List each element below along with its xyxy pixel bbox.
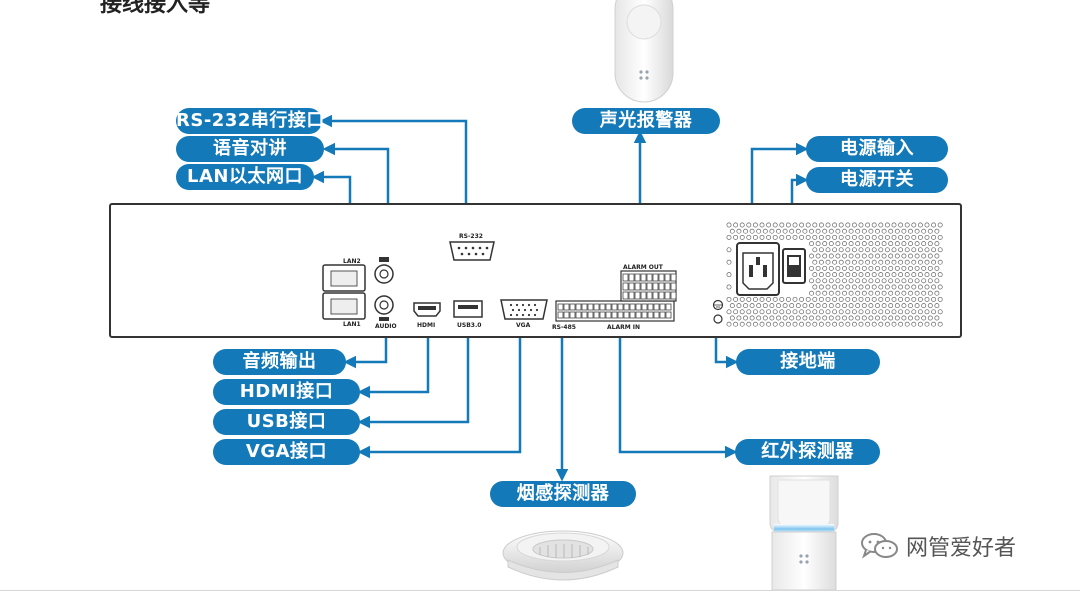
pir-detector-image: [769, 475, 839, 590]
label-smoke-detector: 烟感探测器: [490, 481, 636, 507]
label-rs232: RS-232串行接口: [176, 108, 324, 134]
label-usb: USB接口: [213, 409, 360, 435]
nvr-rear-panel: LAN2 LAN1 AUDIO RS-232 HDMI USB3.0 VGA R…: [109, 203, 962, 338]
alarm-in-terminal-block: [555, 300, 675, 322]
pir-line: [618, 322, 738, 459]
label-pir-detector: 红外探测器: [735, 439, 880, 465]
alarm-in-label: ALARM IN: [607, 324, 641, 331]
watermark-text: 网管爱好者: [906, 536, 1017, 561]
vga-label: VGA: [516, 322, 531, 329]
page-heading: 接线接入等: [100, 0, 211, 17]
label-ground: 接地端: [736, 349, 880, 375]
label-hdmi: HDMI接口: [213, 379, 360, 405]
label-power-input: 电源输入: [806, 136, 948, 162]
label-voice-intercom: 语音对讲: [176, 136, 324, 162]
hdmi-label: HDMI: [417, 322, 436, 329]
alarm-out-label: ALARM OUT: [623, 264, 663, 271]
rs485-label: RS-485: [552, 324, 576, 331]
lan2-label: LAN2: [343, 258, 361, 265]
smoke-detector-image: [502, 530, 624, 581]
label-audio-out: 音频输出: [213, 349, 346, 375]
label-lan: LAN以太网口: [176, 164, 314, 190]
vga-line: [357, 322, 522, 459]
rs232-line: [319, 114, 468, 238]
usb-line: [357, 322, 470, 429]
label-power-switch: 电源开关: [806, 167, 948, 193]
panel-ports: [322, 221, 945, 329]
alarm-out-terminal-block: [620, 270, 677, 302]
audio-label: AUDIO: [375, 323, 397, 330]
lan1-label: LAN1: [343, 321, 361, 328]
watermark: 网管爱好者: [860, 530, 1016, 562]
vga-port: [500, 299, 548, 320]
chat-bubbles-icon: [860, 531, 900, 561]
rs232-port: [449, 241, 495, 261]
siren-device-image: [614, 0, 674, 103]
label-siren: 声光报警器: [572, 108, 720, 134]
usb-label: USB3.0: [457, 322, 482, 329]
label-vga: VGA接口: [213, 439, 360, 465]
hdmi-line: [357, 322, 430, 399]
bottom-divider: [0, 590, 1080, 591]
rs232-label: RS-232: [459, 233, 483, 240]
